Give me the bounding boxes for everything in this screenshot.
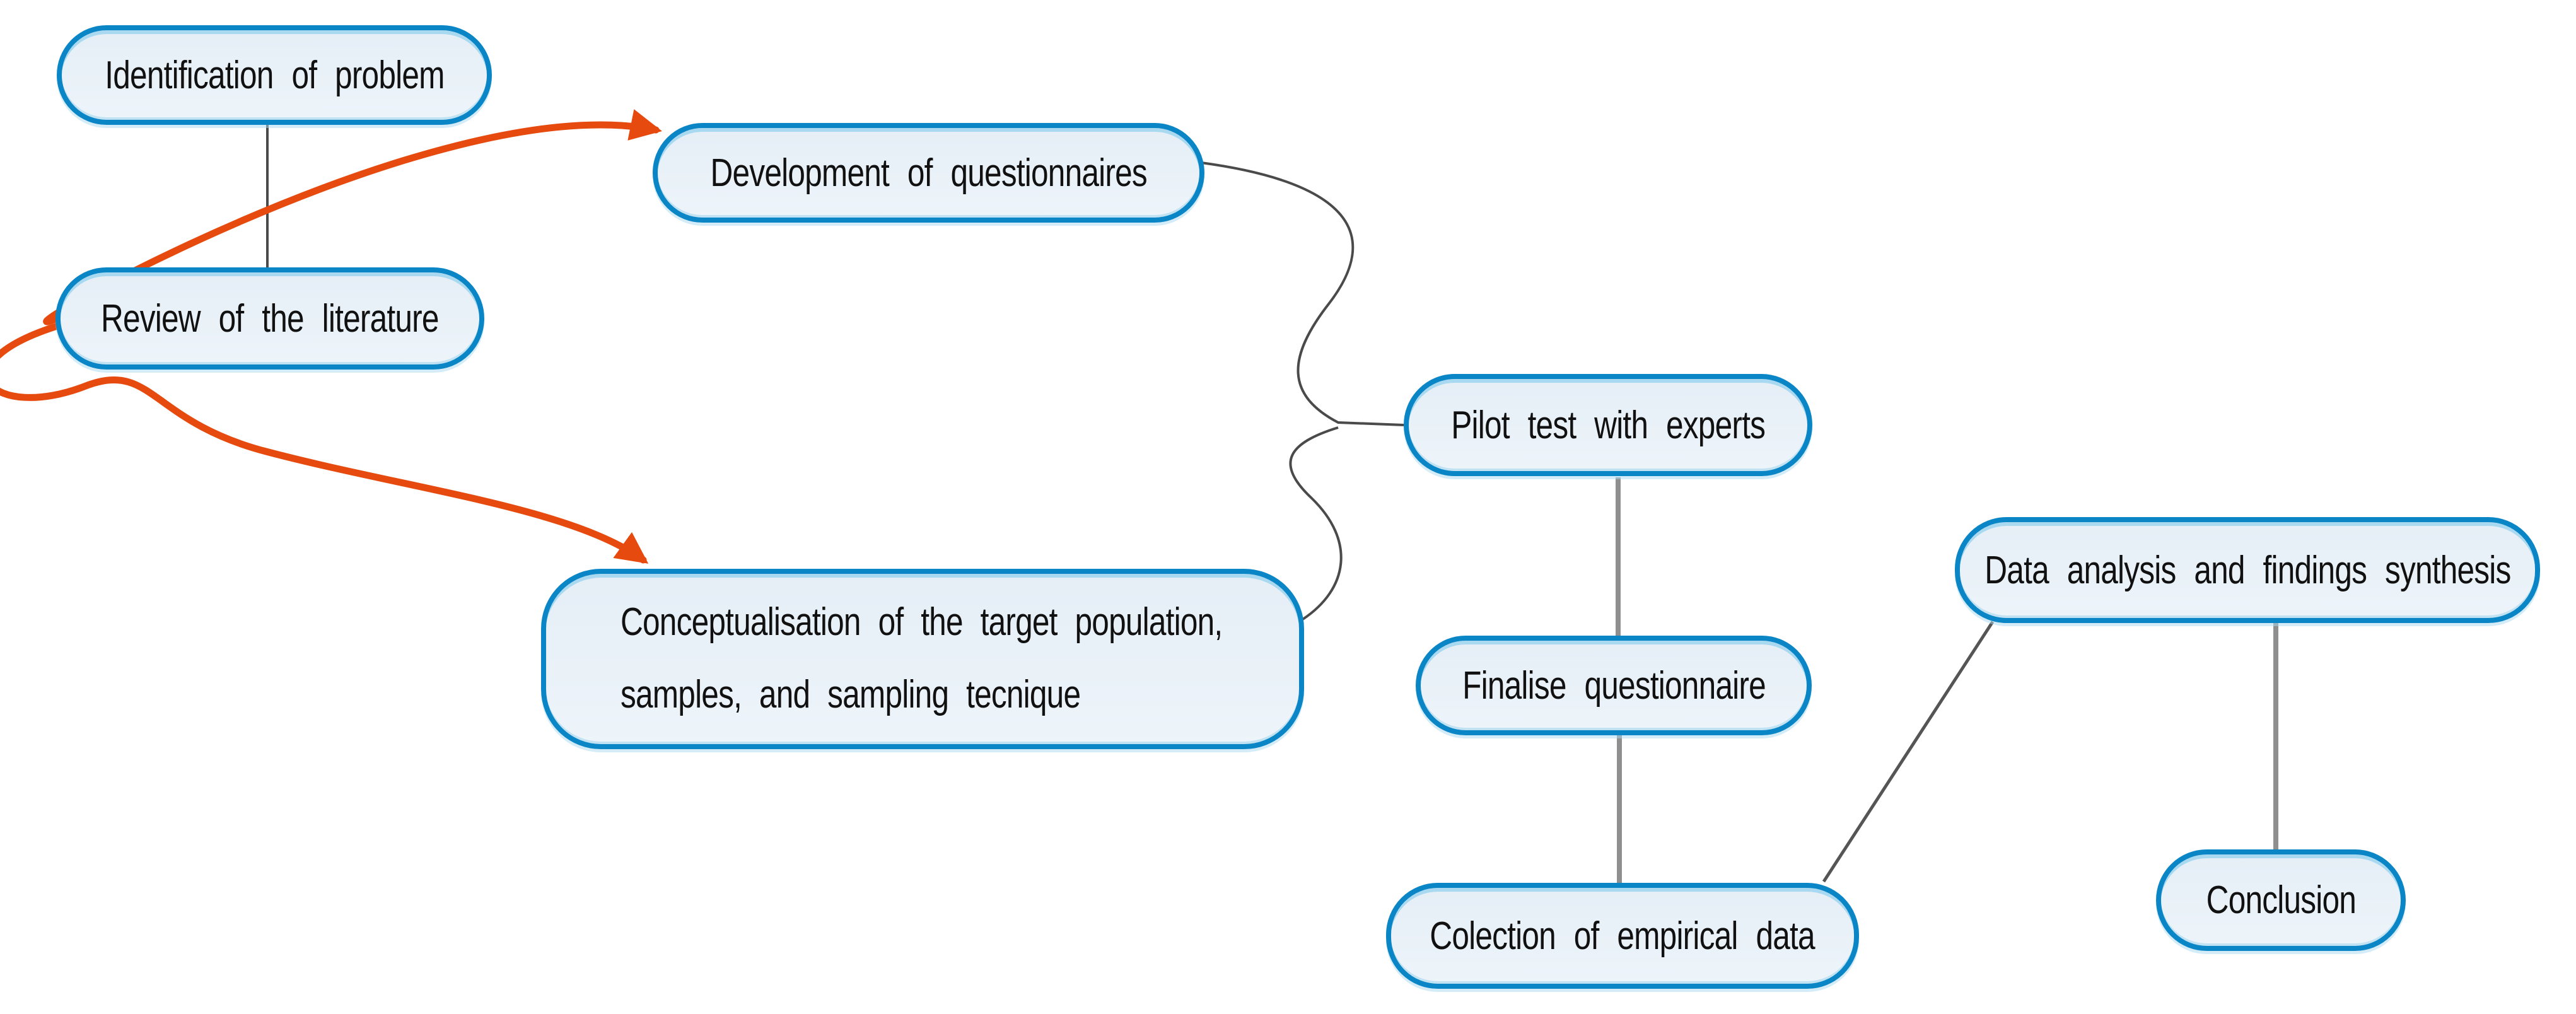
node-label: Identification of problem [104,53,445,97]
node-finalise-questionnaire[interactable]: Finalise questionnaire [1416,636,1812,735]
node-label-line-1: Conceptualisation of the target populati… [621,600,1223,644]
node-label: Pilot test with experts [1451,403,1766,447]
node-label: Conclusion [2206,878,2356,922]
node-review-of-literature[interactable]: Review of the literature [55,267,484,370]
node-conceptualisation[interactable]: Conceptualisation of the target populati… [541,569,1304,749]
edge-conceptualisation-to-pilot [1289,426,1343,621]
node-label: Review of the literature [101,296,439,341]
node-pilot-test[interactable]: Pilot test with experts [1404,374,1812,476]
edge-development-to-pilot [1201,161,1404,426]
node-label: Data analysis and findings synthesis [1984,548,2511,592]
node-conclusion[interactable]: Conclusion [2156,849,2406,951]
node-label: Finalise questionnaire [1462,663,1766,708]
node-label: Development of questionnaires [710,151,1147,195]
node-data-analysis[interactable]: Data analysis and findings synthesis [1955,517,2540,623]
edge-data-analysis-to-colection [1822,621,1995,883]
node-label: Colection of empirical data [1430,914,1815,958]
node-colection-of-empirical-data[interactable]: Colection of empirical data [1386,883,1859,989]
node-identification-of-problem[interactable]: Identification of problem [57,25,492,125]
node-label-line-2: samples, and sampling tecnique [621,673,1081,716]
node-development-of-questionnaires[interactable]: Development of questionnaires [653,123,1204,223]
